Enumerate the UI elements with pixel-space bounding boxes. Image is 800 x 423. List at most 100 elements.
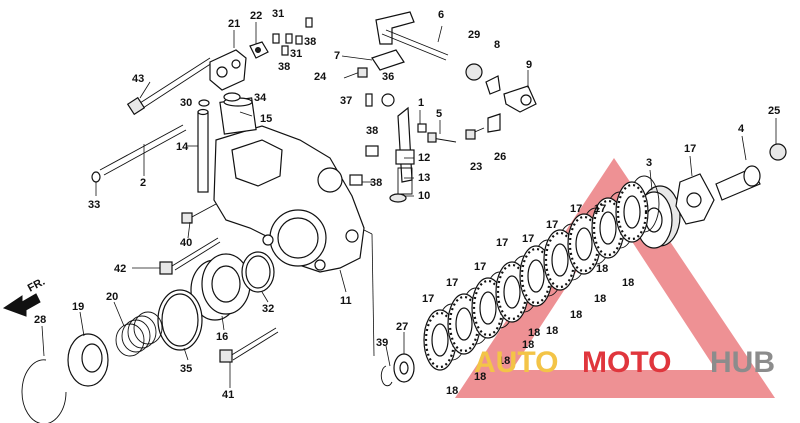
callout-34: 34 — [254, 92, 267, 104]
callout-18: 18 — [594, 293, 606, 305]
front-indicator-label: FR. — [26, 276, 47, 295]
callout-17: 17 — [446, 277, 458, 289]
shift-arm-6 — [375, 11, 449, 61]
small-pins — [272, 17, 313, 56]
callout-18: 18 — [528, 327, 540, 339]
clutch-disc — [615, 181, 649, 243]
bolt-23 — [465, 127, 485, 140]
callout-17: 17 — [422, 293, 434, 305]
callout-9: 9 — [526, 59, 532, 71]
valve-body-15 — [219, 97, 257, 135]
callout-36: 36 — [382, 71, 394, 83]
callout-labels: 21 22 31 31 38 38 6 29 8 7 9 43 24 36 30… — [34, 8, 780, 401]
callout-43: 43 — [132, 73, 144, 85]
callout-18: 18 — [622, 277, 634, 289]
callout-18: 18 — [546, 325, 558, 337]
callout-7: 7 — [334, 50, 340, 62]
callout-38: 38 — [370, 177, 382, 189]
bolt-24 — [343, 67, 368, 79]
callout-27: 27 — [396, 321, 408, 333]
collar-38b — [349, 174, 363, 186]
callout-31: 31 — [272, 8, 284, 20]
clip-39 — [380, 365, 393, 387]
spring-20 — [115, 311, 163, 357]
callout-17: 17 — [570, 203, 582, 215]
callout-38: 38 — [278, 61, 290, 73]
callout-1: 1 — [418, 97, 424, 109]
callout-18: 18 — [522, 339, 534, 351]
callout-17: 17 — [496, 237, 508, 249]
callout-25: 25 — [768, 105, 780, 117]
callout-17: 17 — [684, 143, 696, 155]
callout-38: 38 — [304, 36, 316, 48]
callout-17: 17 — [522, 233, 534, 245]
clip-26 — [487, 113, 501, 133]
pipe-14 — [197, 108, 209, 193]
callout-4: 4 — [738, 123, 745, 135]
callout-10: 10 — [418, 190, 430, 202]
callout-13: 13 — [418, 172, 430, 184]
callout-8: 8 — [494, 39, 500, 51]
callout-18: 18 — [474, 371, 486, 383]
callout-17: 17 — [474, 261, 486, 273]
clutch-disc-pack — [423, 175, 660, 371]
callout-33: 33 — [88, 199, 100, 211]
spring-seat-19 — [67, 333, 109, 387]
collar-38a — [365, 145, 379, 157]
piston-16 — [190, 253, 251, 321]
watermark-brand-hub: HUB — [710, 346, 775, 379]
watermark-brand-moto: MOTO — [582, 346, 671, 379]
watermark-brand-auto: AUTO — [474, 346, 558, 379]
bolt-5 — [427, 132, 457, 143]
bolt-40 — [181, 203, 217, 224]
shaft-4 — [715, 165, 761, 201]
washer-36 — [381, 93, 395, 107]
plug-1 — [417, 123, 427, 133]
callout-20: 20 — [106, 291, 118, 303]
callout-23: 23 — [470, 161, 482, 173]
pin-37 — [365, 93, 373, 107]
callout-18: 18 — [446, 385, 458, 397]
callout-24: 24 — [314, 71, 327, 83]
callout-19: 19 — [72, 301, 84, 313]
callout-32: 32 — [262, 303, 274, 315]
callout-2: 2 — [140, 177, 146, 189]
washer-30 — [198, 99, 210, 107]
callout-21: 21 — [228, 18, 240, 30]
long-bolt-43 — [126, 57, 213, 116]
callout-14: 14 — [176, 141, 189, 153]
bolt-41 — [219, 327, 279, 363]
plate-17-top — [675, 173, 715, 225]
callout-35: 35 — [180, 363, 192, 375]
callout-18: 18 — [596, 263, 608, 275]
callout-28: 28 — [34, 314, 46, 326]
callout-5: 5 — [436, 108, 442, 120]
transmission-housing-11 — [213, 125, 365, 273]
shaft-2 — [99, 124, 187, 176]
o-ring-32 — [241, 251, 275, 293]
callout-18: 18 — [498, 355, 510, 367]
watermark-logo: AUTO MOTO HUB — [474, 346, 775, 379]
callout-29: 29 — [468, 29, 480, 41]
front-arrow-icon — [2, 293, 41, 317]
nut-25 — [769, 143, 787, 161]
callout-11: 11 — [340, 295, 352, 307]
seal-35 — [157, 289, 203, 351]
valve-stack — [389, 106, 415, 203]
washer-27 — [393, 353, 415, 383]
callout-41: 41 — [222, 389, 234, 401]
callout-30: 30 — [180, 97, 192, 109]
callout-26: 26 — [494, 151, 506, 163]
callout-12: 12 — [418, 152, 430, 164]
callout-6: 6 — [438, 9, 444, 21]
callout-37: 37 — [340, 95, 352, 107]
callout-15: 15 — [260, 113, 272, 125]
callout-16: 16 — [216, 331, 228, 343]
leader-lines — [41, 22, 777, 388]
washer-33 — [91, 171, 101, 183]
shift-fork-7 — [371, 49, 405, 71]
clip-8 — [485, 75, 501, 95]
callout-38: 38 — [366, 125, 378, 137]
